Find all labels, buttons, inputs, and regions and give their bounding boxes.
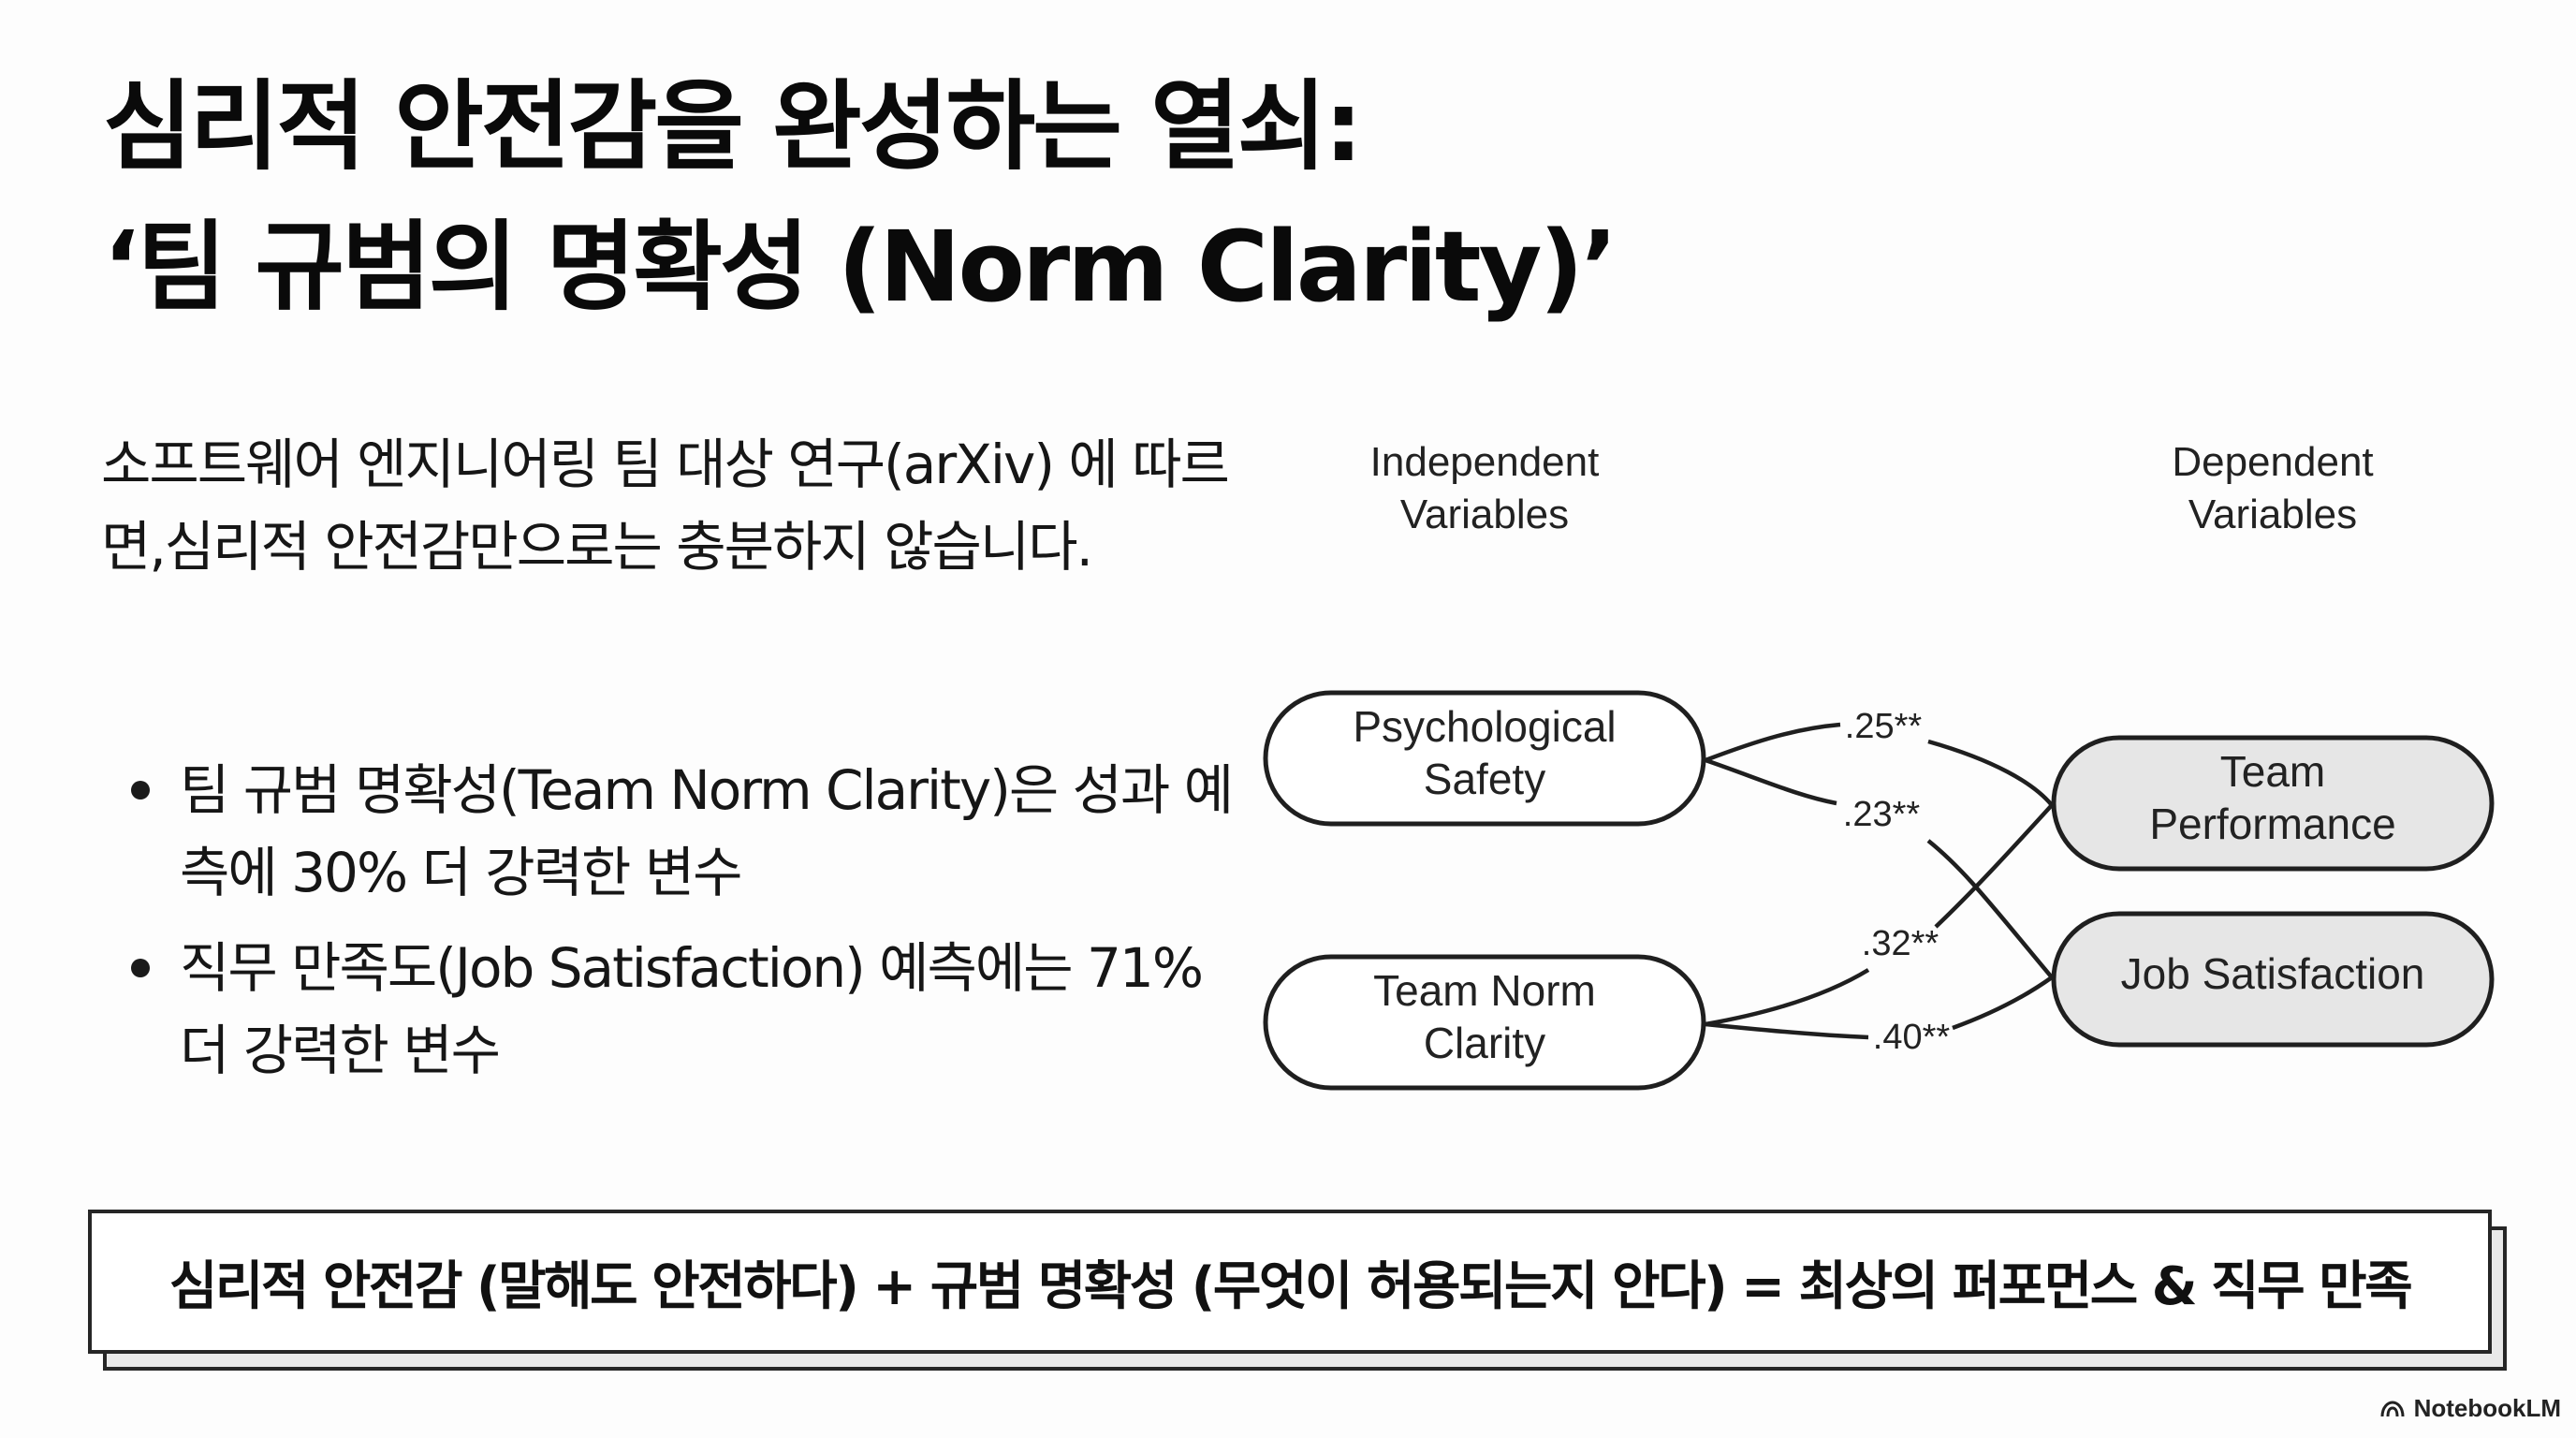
- path-ps-to-tp-start: [1705, 722, 1841, 763]
- node-psychological-safety-line-2: Safety: [1424, 755, 1545, 803]
- path-ps-to-js-end: [1926, 839, 2054, 979]
- independent-header-line-1: Independent: [1370, 439, 1600, 485]
- summary-box: 심리적 안전감 (말해도 안전하다) + 규범 명확성 (무엇이 허용되는지 안…: [88, 1210, 2492, 1354]
- list-item: 팀 규범 명확성(Team Norm Clarity)은 성과 예측에 30% …: [122, 749, 1264, 914]
- coefficient-ps-tp: .25**: [1845, 707, 1923, 746]
- path-tnc-to-js-start: [1705, 1021, 1869, 1040]
- path-tnc-to-js-end: [1952, 976, 2054, 1031]
- dependent-header-line-1: Dependent: [2172, 439, 2373, 485]
- node-team-performance-line-1: Team: [2220, 747, 2325, 796]
- path-ps-to-js-start: [1705, 757, 1837, 806]
- node-job-satisfaction-label: Job Satisfaction: [2121, 949, 2425, 998]
- coefficient-tnc-tp: .32**: [1862, 924, 1939, 963]
- brand-watermark: NotebookLM: [2380, 1394, 2561, 1423]
- intro-paragraph: 소프트웨어 엔지니어링 팀 대상 연구(arXiv) 에 따르면,심리적 안전감…: [101, 433, 1230, 579]
- notebooklm-logo-icon: [2380, 1400, 2405, 1416]
- node-team-norm-clarity-line-1: Team Norm: [1373, 966, 1596, 1015]
- bullet-dot: [131, 781, 150, 800]
- list-item: 직무 만족도(Job Satisfaction) 예측에는 71% 더 강력한 …: [122, 927, 1264, 1092]
- node-team-performance-line-2: Performance: [2149, 800, 2395, 848]
- brand-name: NotebookLM: [2413, 1394, 2561, 1422]
- finding-performance: 팀 규범 명확성(Team Norm Clarity)은 성과 예측에 30% …: [180, 758, 1234, 904]
- path-tnc-to-tp-start: [1705, 968, 1870, 1027]
- page-title-line-1: 심리적 안전감을 완성하는 열쇠:: [103, 69, 1363, 183]
- path-ps-to-tp-end: [1927, 739, 2054, 807]
- coefficient-ps-js: .23**: [1843, 795, 1921, 834]
- finding-list: 팀 규범 명확성(Team Norm Clarity)은 성과 예측에 30% …: [122, 749, 1264, 1105]
- dependent-header-line-2: Variables: [2188, 492, 2357, 537]
- summary-equation: 심리적 안전감 (말해도 안전하다) + 규범 명확성 (무엇이 허용되는지 안…: [168, 1255, 2413, 1317]
- bullet-dot: [131, 959, 150, 977]
- node-psychological-safety: [1263, 690, 1706, 827]
- node-team-norm-clarity: [1263, 954, 1706, 1091]
- finding-job-satisfaction: 직무 만족도(Job Satisfaction) 예측에는 71% 더 강력한 …: [180, 936, 1204, 1082]
- independent-header-line-2: Variables: [1400, 492, 1569, 537]
- coefficient-tnc-js: .40**: [1873, 1018, 1951, 1057]
- node-team-norm-clarity-line-2: Clarity: [1424, 1019, 1545, 1067]
- node-psychological-safety-line-1: Psychological: [1353, 702, 1616, 751]
- node-job-satisfaction: [2051, 911, 2495, 1048]
- node-team-performance: [2051, 735, 2495, 872]
- path-tnc-to-tp-end: [1934, 803, 2054, 929]
- page-title-line-2: ‘팀 규범의 명확성 (Norm Clarity)’: [103, 210, 1617, 324]
